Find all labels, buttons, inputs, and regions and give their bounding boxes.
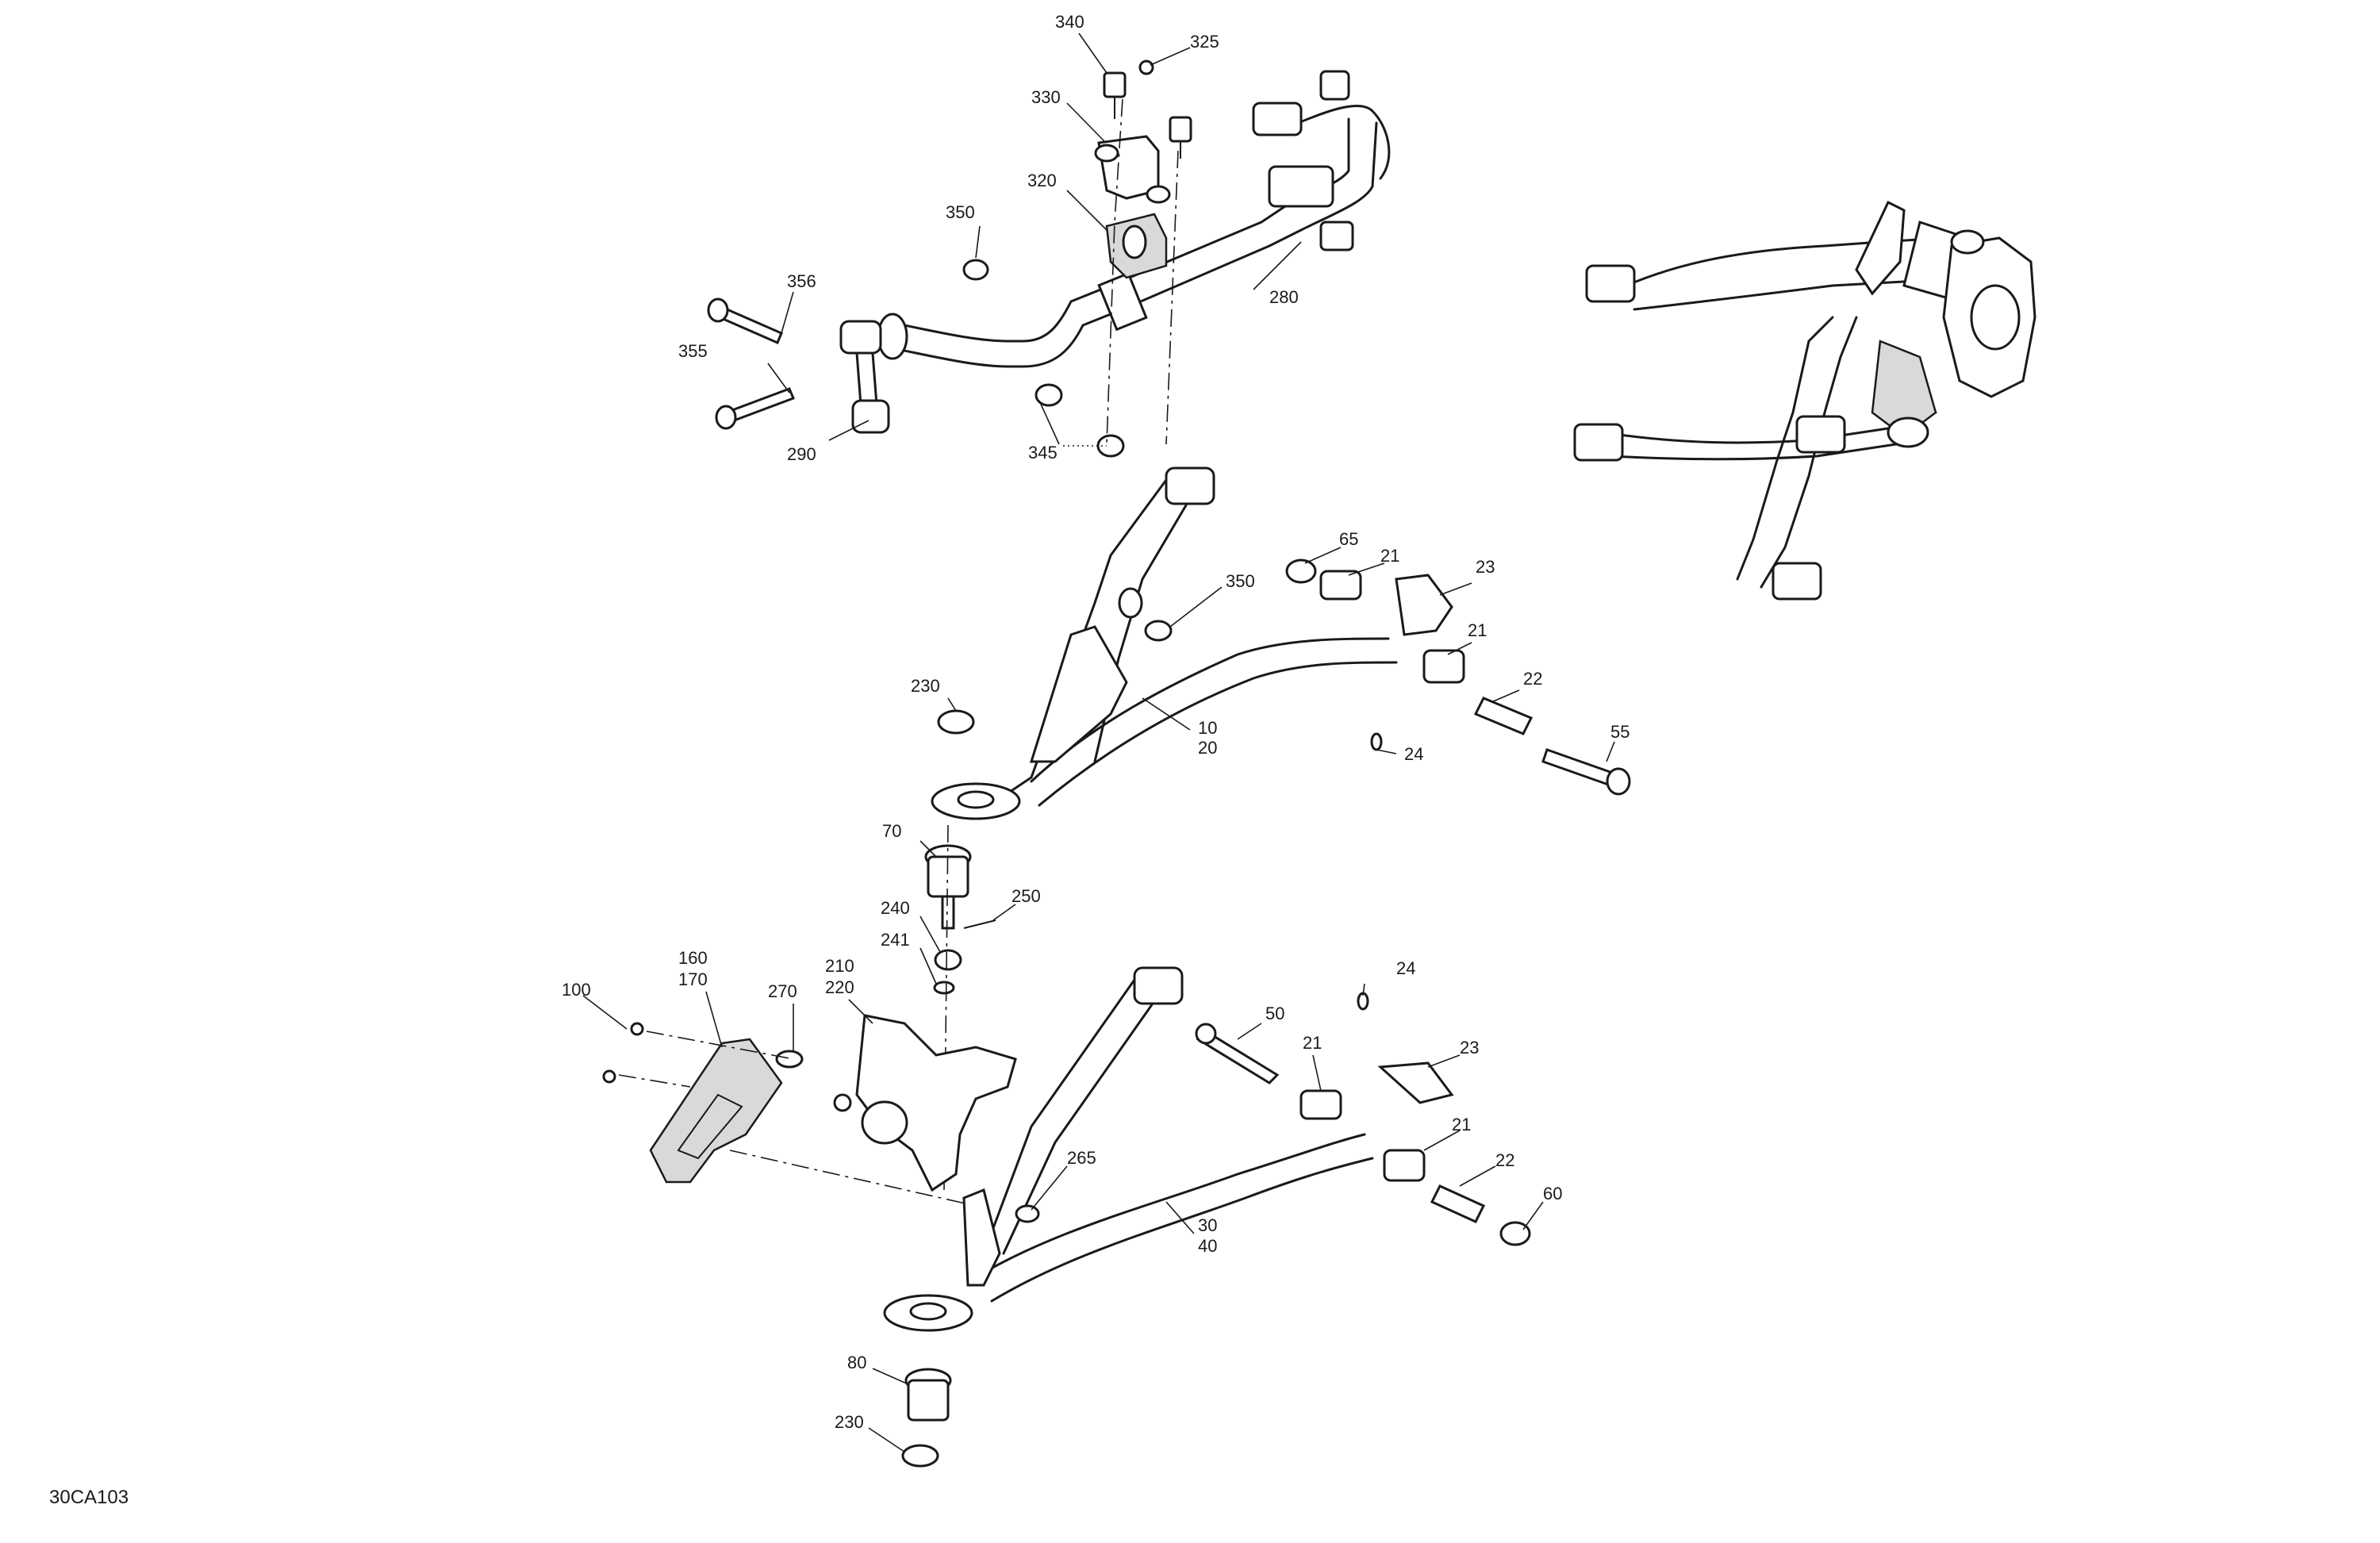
- callout-21-d: 21: [1452, 1115, 1471, 1134]
- callout-55: 55: [1610, 722, 1630, 742]
- lower-ball-joint: [904, 1368, 952, 1422]
- callout-350-mid: 350: [1226, 571, 1255, 591]
- callout-24-b: 24: [1396, 958, 1415, 978]
- callout-230-upper: 230: [911, 676, 940, 696]
- callout-65: 65: [1339, 529, 1358, 549]
- link-bolts: [707, 297, 795, 430]
- callout-220: 220: [825, 977, 854, 997]
- sway-bar: [877, 104, 1391, 368]
- callout-230-lower: 230: [835, 1412, 864, 1432]
- upper-ball-joint: [924, 844, 972, 930]
- callout-100: 100: [562, 980, 591, 1000]
- callout-170: 170: [678, 969, 708, 989]
- callout-70: 70: [882, 821, 901, 841]
- knuckle-bolt: [775, 1050, 804, 1069]
- snap-ring-lower: [901, 1444, 939, 1468]
- bracket-bolts: [1103, 59, 1192, 159]
- callout-21-b: 21: [1468, 620, 1487, 640]
- callout-24-a: 24: [1404, 744, 1423, 764]
- callout-60: 60: [1543, 1184, 1562, 1203]
- washer: [933, 981, 955, 995]
- upper-arm-bolt: [1541, 748, 1631, 796]
- leader-lines: [582, 33, 1615, 1453]
- cotter-pin-upper: [963, 919, 996, 929]
- callout-356: 356: [787, 271, 816, 291]
- steering-knuckle: [833, 1014, 1017, 1192]
- screw-lower: [602, 1069, 616, 1084]
- screw-upper: [630, 1022, 644, 1036]
- callout-20: 20: [1198, 738, 1217, 758]
- callout-labels: 340 325 330 320 350 356 355 280 290 345 …: [562, 12, 1630, 1432]
- sway-bar-nuts: [962, 259, 1125, 458]
- callout-21-c: 21: [1303, 1033, 1322, 1053]
- callout-23-b: 23: [1460, 1038, 1479, 1057]
- lower-a-arm: [883, 966, 1374, 1332]
- callout-280: 280: [1269, 287, 1299, 307]
- assembled-view: [1573, 200, 2036, 601]
- callout-22-b: 22: [1495, 1150, 1514, 1170]
- callout-320: 320: [1027, 171, 1057, 190]
- snap-ring-upper: [937, 709, 975, 735]
- figure-id: 30CA103: [49, 1487, 129, 1508]
- callout-210: 210: [825, 956, 854, 976]
- callout-240: 240: [881, 898, 910, 918]
- callout-355: 355: [678, 341, 708, 361]
- callout-270: 270: [768, 981, 797, 1001]
- callout-325: 325: [1190, 32, 1219, 52]
- callout-22-a: 22: [1523, 669, 1542, 689]
- callout-80: 80: [847, 1353, 866, 1372]
- sway-bar-end-bracket: [1252, 70, 1354, 251]
- callout-350-top: 350: [946, 202, 975, 222]
- sway-bar-bushing: [1105, 213, 1168, 279]
- callout-250: 250: [1012, 886, 1041, 906]
- callout-330: 330: [1031, 87, 1061, 107]
- sway-bar-bushing-bracket: [1094, 135, 1171, 204]
- callout-241: 241: [881, 930, 910, 950]
- callout-10: 10: [1198, 718, 1217, 738]
- lower-a-arm-bushings: [1195, 992, 1486, 1223]
- castle-nut: [934, 949, 962, 971]
- callout-290: 290: [787, 444, 816, 464]
- callout-340: 340: [1055, 12, 1084, 32]
- callout-21-a: 21: [1380, 546, 1399, 566]
- upper-arm-nut: [1144, 620, 1173, 642]
- callout-160: 160: [678, 948, 708, 968]
- upper-a-arm: [931, 466, 1398, 820]
- callout-265: 265: [1067, 1148, 1096, 1168]
- callout-40: 40: [1198, 1236, 1217, 1256]
- callout-345: 345: [1028, 443, 1058, 463]
- lower-arm-nut: [1499, 1221, 1531, 1246]
- upper-a-arm-bushings: [1285, 558, 1534, 751]
- sway-bar-link: [839, 320, 890, 434]
- callout-30: 30: [1198, 1215, 1217, 1235]
- skid-plate: [649, 1038, 783, 1184]
- callout-23-a: 23: [1476, 557, 1495, 577]
- callout-50: 50: [1265, 1004, 1284, 1023]
